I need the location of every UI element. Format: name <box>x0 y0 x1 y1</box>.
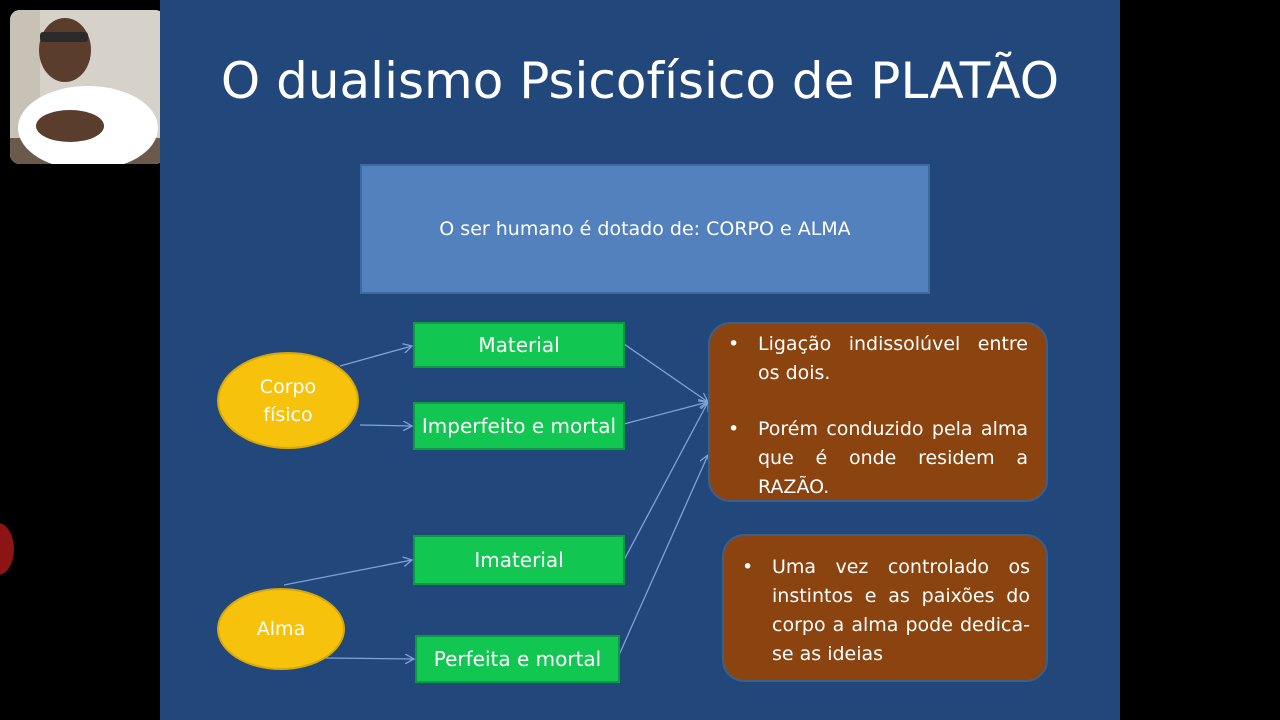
webcam-overlay <box>10 10 165 164</box>
soul-control-box: Uma vez controlado os instintos e as pai… <box>722 534 1048 682</box>
arrow-imaterial-brown <box>623 402 708 561</box>
material-label: Material <box>478 333 560 357</box>
webcam-person-image <box>10 10 165 164</box>
alma-label: Alma <box>256 618 306 640</box>
perfeita-mortal-label: Perfeita e mortal <box>433 647 602 671</box>
corpo-fisico-ellipse: Corpo físico <box>217 352 359 449</box>
corpo-fisico-label: Corpo físico <box>259 375 317 426</box>
arrow-corpo-material <box>339 346 412 367</box>
arrow-alma-perfeita <box>325 658 414 659</box>
definition-text: O ser humano é dotado de: CORPO e ALMA <box>439 218 851 240</box>
arrow-imperfeito-brown <box>623 402 708 425</box>
relationship-box: Ligação indissolúvel entre os dois. Poré… <box>708 322 1048 502</box>
connector-arrows <box>283 0 1120 720</box>
relationship-list: Ligação indissolúvel entre os dois. Poré… <box>710 330 1028 502</box>
arrow-alma-imaterial <box>283 560 412 586</box>
slide: O dualismo Psicofísico de PLATÃO O ser h… <box>160 0 1120 720</box>
soul-control-bullet: Uma vez controlado os instintos e as pai… <box>724 553 1030 669</box>
material-box: Material <box>413 322 625 368</box>
relationship-bullet: Ligação indissolúvel entre os dois. <box>710 330 1028 388</box>
arrow-material-brown <box>623 343 708 402</box>
slide-title: O dualismo Psicofísico de PLATÃO <box>220 52 1060 110</box>
soul-control-list: Uma vez controlado os instintos e as pai… <box>724 553 1030 669</box>
imperfeito-mortal-box: Imperfeito e mortal <box>413 402 625 450</box>
imaterial-label: Imaterial <box>474 548 564 572</box>
imaterial-box: Imaterial <box>413 535 625 585</box>
alma-ellipse: Alma <box>217 588 345 670</box>
relationship-bullet: Porém conduzido pela alma que é onde res… <box>710 415 1028 502</box>
perfeita-mortal-box: Perfeita e mortal <box>415 635 620 683</box>
arrow-perfeita-brown <box>618 455 708 656</box>
recording-indicator <box>0 523 14 575</box>
definition-box: O ser humano é dotado de: CORPO e ALMA <box>360 164 930 294</box>
imperfeito-mortal-label: Imperfeito e mortal <box>421 414 617 438</box>
arrow-corpo-imperfeito <box>359 425 412 426</box>
